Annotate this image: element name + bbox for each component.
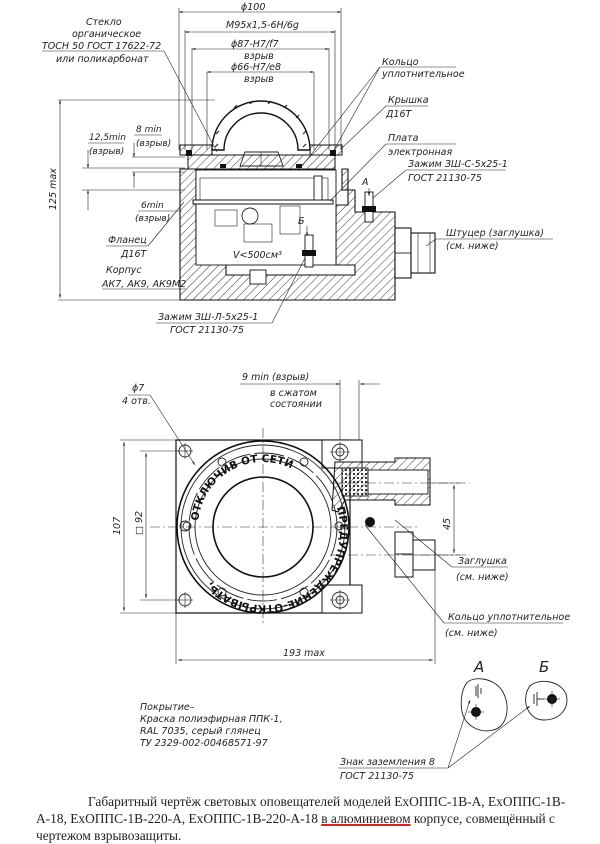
dim-thread: M95x1,5-6H/6g <box>226 20 299 31</box>
callout-fitting-1: Штуцер (заглушка) <box>446 228 544 239</box>
coating-note-1: Покрытие– <box>140 702 195 713</box>
dim-length: 193 max <box>283 648 325 659</box>
notes: Покрытие– Краска полиэфирная ППК-1, RAL … <box>140 658 568 782</box>
callout-board-1: Плата <box>388 133 419 144</box>
dim-45: 45 <box>442 518 453 530</box>
callout-flange-1: Фланец <box>108 235 147 246</box>
clamp-screw-l <box>302 234 316 268</box>
callout-clamp-l-1: Зажим ЗШ-Л-5x25-1 <box>158 312 258 323</box>
callout-plug-1: Заглушка <box>458 556 507 567</box>
detail-view-a-label: А <box>473 658 484 676</box>
callout-clamp-l-2: ГОСТ 21130-75 <box>170 325 244 336</box>
figure-caption: Габаритный чертёж световых оповещателей … <box>36 793 584 844</box>
callout-ring-2: (см. ниже) <box>445 628 498 639</box>
dim-d66-note: взрыв <box>244 74 274 85</box>
dim-d87: ϕ87-H7/f7 <box>231 39 279 50</box>
dim-square-92: □ 92 <box>134 511 145 535</box>
dim-d66: ϕ66-H7/e8 <box>231 62 281 73</box>
coating-note-3: RAL 7035, серый глянец <box>140 726 261 737</box>
callout-body-1: Корпус <box>106 265 142 276</box>
detail-view-b-label: Б <box>539 658 549 676</box>
dim-gap-12-5-note: (взрыв) <box>89 147 124 157</box>
dim-gap-6: 6min <box>141 201 164 211</box>
coating-note-4: ТУ 2329-002-00468571-97 <box>140 738 268 749</box>
callout-plug-2: (см. ниже) <box>456 572 509 583</box>
dim-height: 125 max <box>48 168 59 210</box>
callout-body-2: АК7, АК9, АК9М2 <box>101 279 186 290</box>
dim-gap-12-5: 12,5min <box>89 133 126 143</box>
dim-d87-note: взрыв <box>244 51 274 62</box>
dim-gap-8-note: (взрыв) <box>136 139 171 149</box>
callout-glass-2: органическое <box>72 29 141 40</box>
detail-view-b <box>525 680 568 721</box>
dim-gap-9-note-1: в сжатом <box>270 388 317 399</box>
dim-gap-9: 9 min (взрыв) <box>242 372 309 383</box>
fitting <box>394 227 436 279</box>
callout-ring-1: Кольцо уплотнительное <box>448 612 570 623</box>
ground-symbol-icon <box>533 692 544 706</box>
callout-ring-2: уплотнительное <box>381 69 465 80</box>
callout-cover-1: Крышка <box>388 95 429 106</box>
view-mark-a: А <box>361 177 369 188</box>
dim-hole: ϕ7 <box>132 383 144 394</box>
callout-clamp-c-1: Зажим ЗШ-С-5x25-1 <box>408 159 508 170</box>
dim-d100: ϕ100 <box>241 2 265 13</box>
dim-hole-count: 4 отв. <box>122 396 151 407</box>
callout-flange-2: Д16Т <box>120 249 148 260</box>
callout-clamp-c-2: ГОСТ 21130-75 <box>408 173 482 184</box>
plan-view: ОТКЛЮЧИВ ОТ СЕТИ ПРЕДУПРЕЖДЕНИЕ-ОТКРЫВАТ… <box>112 372 570 664</box>
callout-glass-1: Стекло <box>86 17 122 28</box>
view-mark-b: Б <box>298 216 305 227</box>
coating-note-2: Краска полиэфирная ППК-1, <box>140 714 283 725</box>
dim-107: 107 <box>112 517 123 535</box>
detail-view-a <box>460 678 508 732</box>
section-view: ϕ100 M95x1,5-6H/6g ϕ87-H7/f7 взрыв ϕ66-H… <box>42 2 553 336</box>
ground-sign-note-2: ГОСТ 21130-75 <box>340 771 414 782</box>
callout-ring-1: Кольцо <box>382 57 419 68</box>
callout-fitting-2: (см. ниже) <box>446 241 499 252</box>
dim-gap-6-note: (взрыв) <box>135 214 170 224</box>
cable-gland <box>330 457 470 513</box>
dim-gap-9-note-2: состоянии <box>270 399 322 410</box>
dim-volume: V<500см³ <box>233 250 282 261</box>
callout-glass-4: или поликарбонат <box>56 54 149 65</box>
dim-gap-8: 8 min <box>136 125 162 135</box>
caption-text-2: корпусе, совмещённый с чертежом взрывоза… <box>36 811 555 843</box>
caption-text-1: Габаритный чертёж световых оповещателей … <box>36 794 566 826</box>
ground-symbol-icon <box>475 684 482 698</box>
caption-highlight: в алюминиевом <box>321 811 411 826</box>
ground-sign-note-1: Знак заземления 8 <box>340 757 435 768</box>
callout-cover-2: Д16Т <box>385 109 413 120</box>
callout-board-2: электронная <box>388 147 452 158</box>
callout-glass-3: ТОСН 50 ГОСТ 17622-72 <box>42 41 161 52</box>
